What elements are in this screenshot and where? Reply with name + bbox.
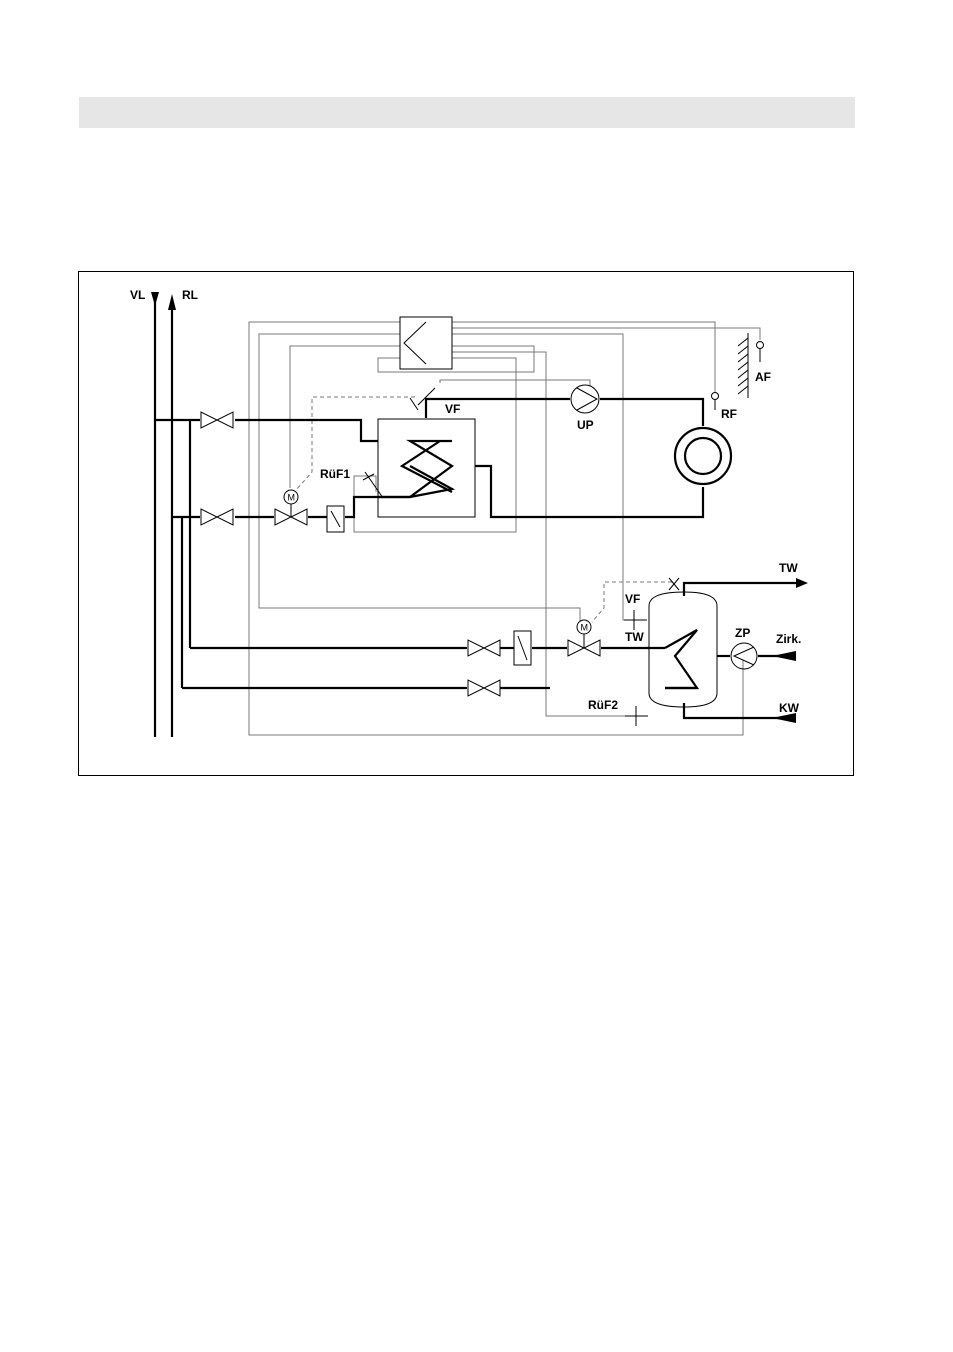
- svg-text:M: M: [581, 623, 589, 633]
- label-vf-dhw: VF: [625, 592, 640, 606]
- label-tw-sensor: TW: [625, 630, 644, 644]
- motor-valve-heating-icon: M: [275, 490, 307, 525]
- sensor-vf-dhw-icon: [669, 578, 679, 590]
- label-ruf2: RüF2: [588, 698, 618, 712]
- sensor-ruf2-icon: [625, 706, 648, 726]
- zirk-in-arrow-icon: [772, 651, 796, 661]
- motor-valve-dhw-icon: M: [568, 620, 600, 656]
- heating-circuit: [155, 398, 703, 517]
- tw-out-arrow-icon: [796, 578, 808, 588]
- actuator-dash-lines: [296, 397, 672, 622]
- label-rl: RL: [182, 288, 198, 302]
- label-up: UP: [577, 418, 594, 432]
- label-kw: KW: [779, 701, 800, 715]
- main-pipes: [151, 292, 190, 737]
- valve-dhw-supply-icon: [468, 640, 500, 656]
- label-tw-out: TW: [779, 561, 798, 575]
- rl-arrow-icon: [168, 294, 176, 310]
- vl-arrow-icon: [151, 292, 159, 306]
- valve-heating-return-icon: [201, 509, 233, 525]
- valve-heating-supply-icon: [201, 412, 233, 428]
- controller-box: [400, 317, 452, 369]
- label-af: AF: [755, 370, 771, 384]
- label-zp: ZP: [735, 626, 750, 640]
- valve-dhw-return-icon: [468, 680, 500, 696]
- label-zirk: Zirk.: [776, 632, 801, 646]
- circulation-pump-up-icon: [571, 385, 599, 413]
- label-rf: RF: [721, 407, 737, 421]
- circulation-pump-zp-icon: [731, 643, 757, 669]
- label-vf-heating: VF: [445, 402, 460, 416]
- sensor-af-icon: [738, 333, 764, 398]
- sensor-tw-icon: [624, 610, 647, 630]
- radiator-icon: [675, 428, 731, 484]
- sensor-rf-icon: [712, 393, 719, 411]
- svg-text:M: M: [288, 493, 296, 503]
- label-vl: VL: [130, 288, 145, 302]
- dhw-storage-tank-icon: [649, 592, 717, 707]
- check-valve-dhw-icon: [514, 631, 531, 665]
- control-lines: [249, 322, 760, 735]
- check-valve-heating-icon: [327, 506, 344, 532]
- label-ruf1: RüF1: [320, 467, 350, 481]
